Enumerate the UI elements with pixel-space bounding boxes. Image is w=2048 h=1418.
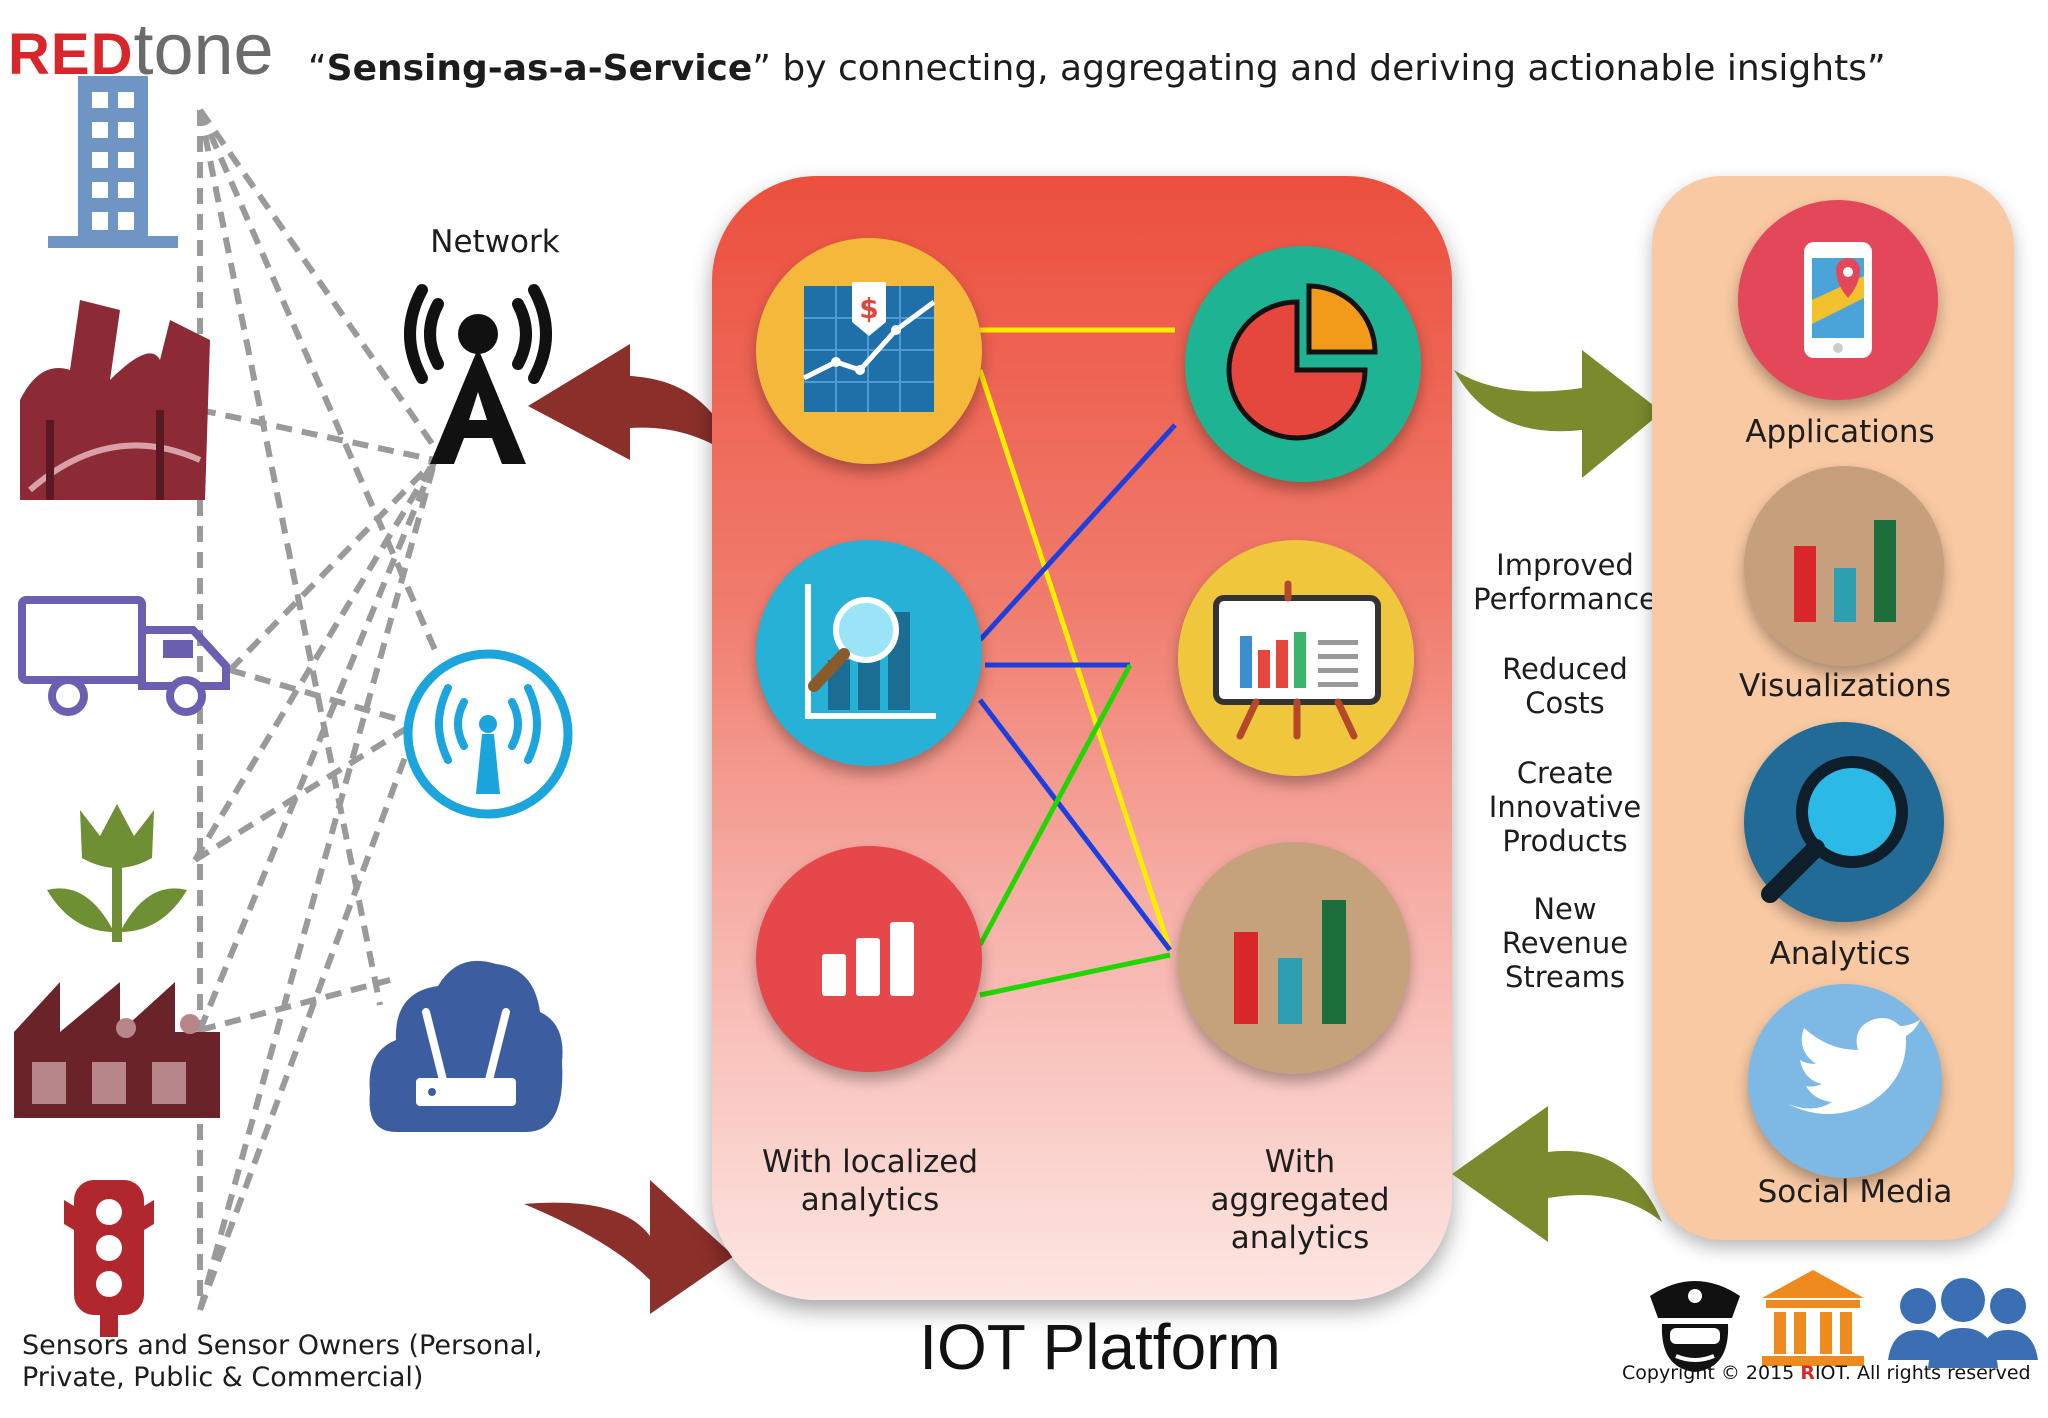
social-media-label: Social Media — [1757, 1174, 1953, 1210]
people-group-icon — [1888, 1278, 2038, 1368]
plant-icon — [47, 804, 187, 942]
antenna-tower-icon — [404, 284, 552, 464]
copyright-r: R — [1800, 1362, 1815, 1384]
copyright-post: IOT. All rights reserved — [1814, 1362, 2031, 1384]
map-phone-icon — [1738, 200, 1938, 400]
sensors-caption: Sensors and Sensor Owners (Personal, Pri… — [22, 1330, 543, 1393]
platform-to-network-arrow — [528, 344, 738, 460]
benefit-new-revenue: New Revenue Streams — [1501, 892, 1629, 995]
magnifier-chart-icon — [756, 540, 982, 766]
factory-icon — [14, 982, 220, 1118]
headline-bold: Sensing-as-a-Service — [326, 48, 753, 89]
benefit-innovative-products: Create Innovative Products — [1488, 756, 1642, 859]
bar-graph-icon — [1178, 842, 1410, 1074]
copyright-pre: Copyright © 2015 — [1622, 1362, 1801, 1384]
building-icon — [48, 76, 178, 248]
police-icon — [1650, 1281, 1740, 1372]
benefit-reduced-costs: Reduced Costs — [1502, 652, 1628, 721]
applications-label: Applications — [1745, 414, 1935, 450]
headline: “Sensing-as-a-Service” by connecting, ag… — [308, 48, 1886, 89]
government-building-icon — [1762, 1270, 1864, 1366]
pie-chart-icon — [1185, 246, 1421, 482]
visualizations-label: Visualizations — [1739, 668, 1951, 704]
logo-tone-text: tone — [133, 10, 274, 90]
cloud-router-icon — [369, 960, 563, 1132]
search-icon — [1744, 722, 1944, 922]
network-label: Network — [430, 224, 560, 260]
network-to-platform-arrow — [524, 1180, 734, 1314]
iot-platform-title: IOT Platform — [919, 1311, 1281, 1383]
benefit-improved-performance: Improved Performance — [1473, 548, 1657, 617]
platform-to-outputs-arrow — [1454, 350, 1662, 478]
redtone-logo: REDtone — [8, 14, 274, 86]
logo-red-text: RED — [8, 22, 134, 87]
traffic-light-icon — [64, 1180, 154, 1337]
localized-analytics-caption: With localized analytics — [761, 1144, 979, 1218]
svg-text:$: $ — [859, 292, 878, 325]
headline-rest: ” by connecting, aggregating and derivin… — [752, 48, 1886, 89]
analytics-label: Analytics — [1769, 936, 1911, 972]
bar-chart-icon — [756, 846, 982, 1072]
truck-icon — [18, 596, 230, 716]
headline-open-quote: “ — [308, 48, 327, 89]
price-chart-icon: $ — [756, 238, 982, 464]
wireless-icon — [403, 649, 573, 819]
bridge-icon — [20, 300, 210, 500]
copyright-notice: Copyright © 2015 RIOT. All rights reserv… — [1622, 1362, 2031, 1384]
twitter-bird-icon — [1748, 984, 1942, 1178]
presentation-board-icon — [1178, 540, 1414, 776]
bars-icon — [1744, 466, 1944, 666]
aggregated-analytics-caption: With aggregated analytics — [1210, 1144, 1390, 1256]
outputs-to-platform-arrow — [1452, 1106, 1662, 1242]
